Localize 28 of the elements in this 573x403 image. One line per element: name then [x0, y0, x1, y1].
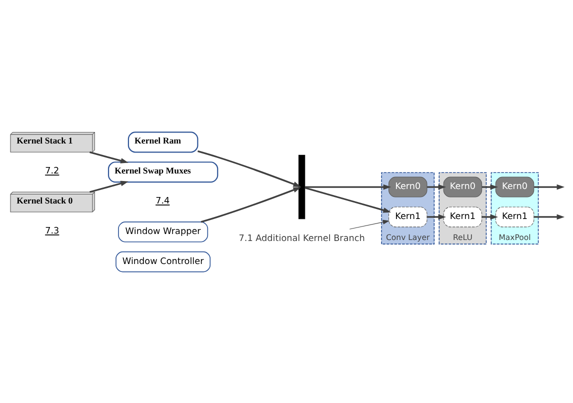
arrow: [304, 186, 392, 212]
arrow: [482, 184, 498, 190]
node-box: Kern1: [495, 206, 534, 227]
node-box: Kern0: [388, 176, 428, 197]
node-label: 7.3: [45, 226, 60, 236]
arrow: [89, 150, 128, 163]
node-box: Kern1: [443, 206, 482, 227]
arrow: [198, 150, 302, 186]
node-box: Kernel Ram: [128, 131, 198, 152]
arrow: [349, 219, 390, 229]
arrow: [427, 214, 446, 220]
arrow: [427, 184, 446, 190]
arrow: [534, 214, 565, 220]
node-label: 7.4: [156, 196, 170, 206]
node-box: Kern0: [443, 176, 482, 197]
node-box: Kern1: [388, 206, 428, 227]
arrow: [89, 180, 128, 192]
node-label: 7.2: [45, 166, 60, 176]
node-box: Kern0: [495, 176, 534, 197]
arrow: [200, 186, 302, 222]
node-box: Window Wrapper: [118, 221, 208, 242]
arrow: [304, 184, 392, 190]
node-box: Kernel Swap Muxes: [108, 161, 218, 182]
node-box: Window Controller: [116, 250, 211, 272]
node-text: 7.1 Additional Kernel Branch: [238, 234, 365, 244]
arrow: [482, 214, 498, 220]
node-bar: [298, 154, 306, 219]
arrow: [534, 184, 565, 190]
